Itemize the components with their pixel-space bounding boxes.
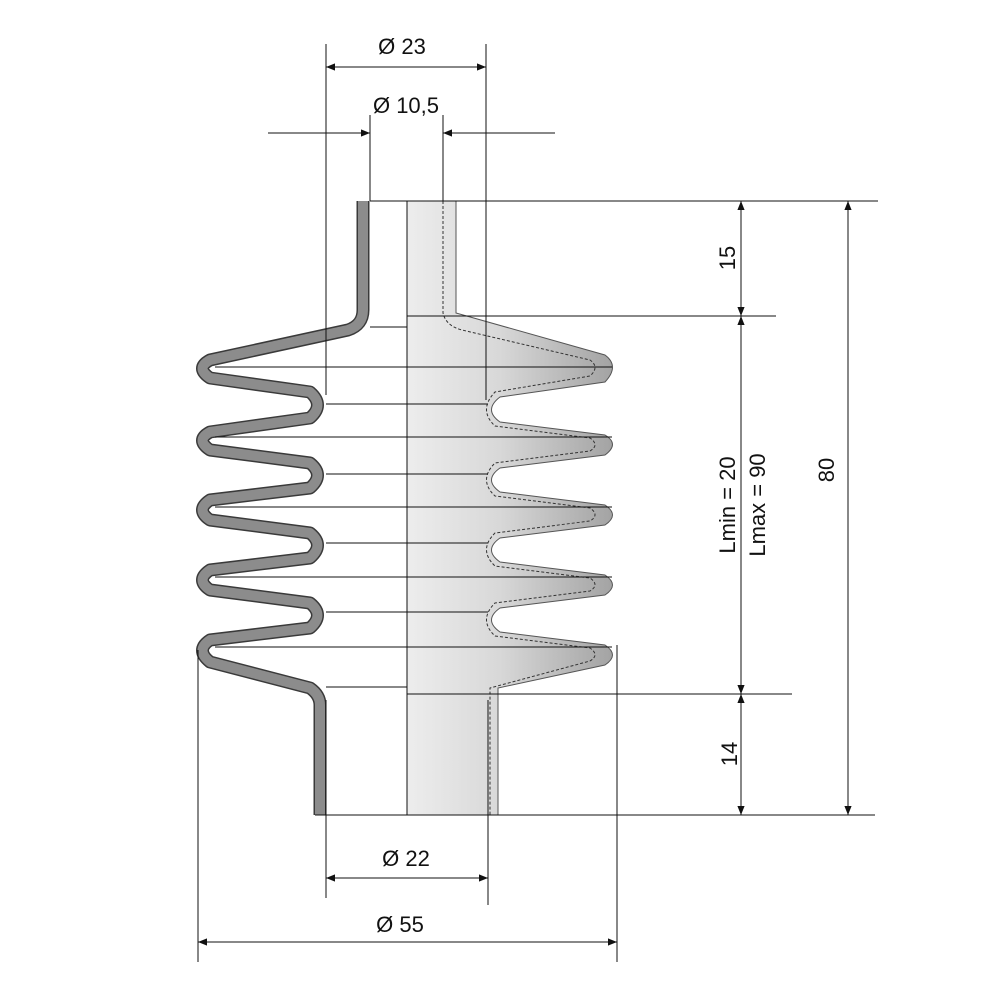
label-dia-bottom-outer: Ø 55 xyxy=(376,912,424,937)
label-len-total: 80 xyxy=(814,458,839,482)
label-len-bellows-max: Lmax = 90 xyxy=(745,453,770,556)
label-len-top-collar: 15 xyxy=(715,246,740,270)
label-dia-bottom-inner: Ø 22 xyxy=(382,846,430,871)
extension-lines xyxy=(197,44,618,962)
label-len-bottom-collar: 14 xyxy=(717,742,742,766)
fold-lines xyxy=(215,200,878,816)
bellows-section-fill xyxy=(406,200,613,816)
inner-wall-dashed xyxy=(442,201,596,815)
bellows-wall-left xyxy=(196,201,370,815)
label-dia-top-inner: Ø 10,5 xyxy=(373,93,439,118)
dimension-lines xyxy=(198,63,852,946)
label-len-bellows-min: Lmin = 20 xyxy=(715,456,740,553)
bellows-wall-left-fill xyxy=(197,201,368,815)
label-dia-top-outer: Ø 23 xyxy=(378,34,426,59)
